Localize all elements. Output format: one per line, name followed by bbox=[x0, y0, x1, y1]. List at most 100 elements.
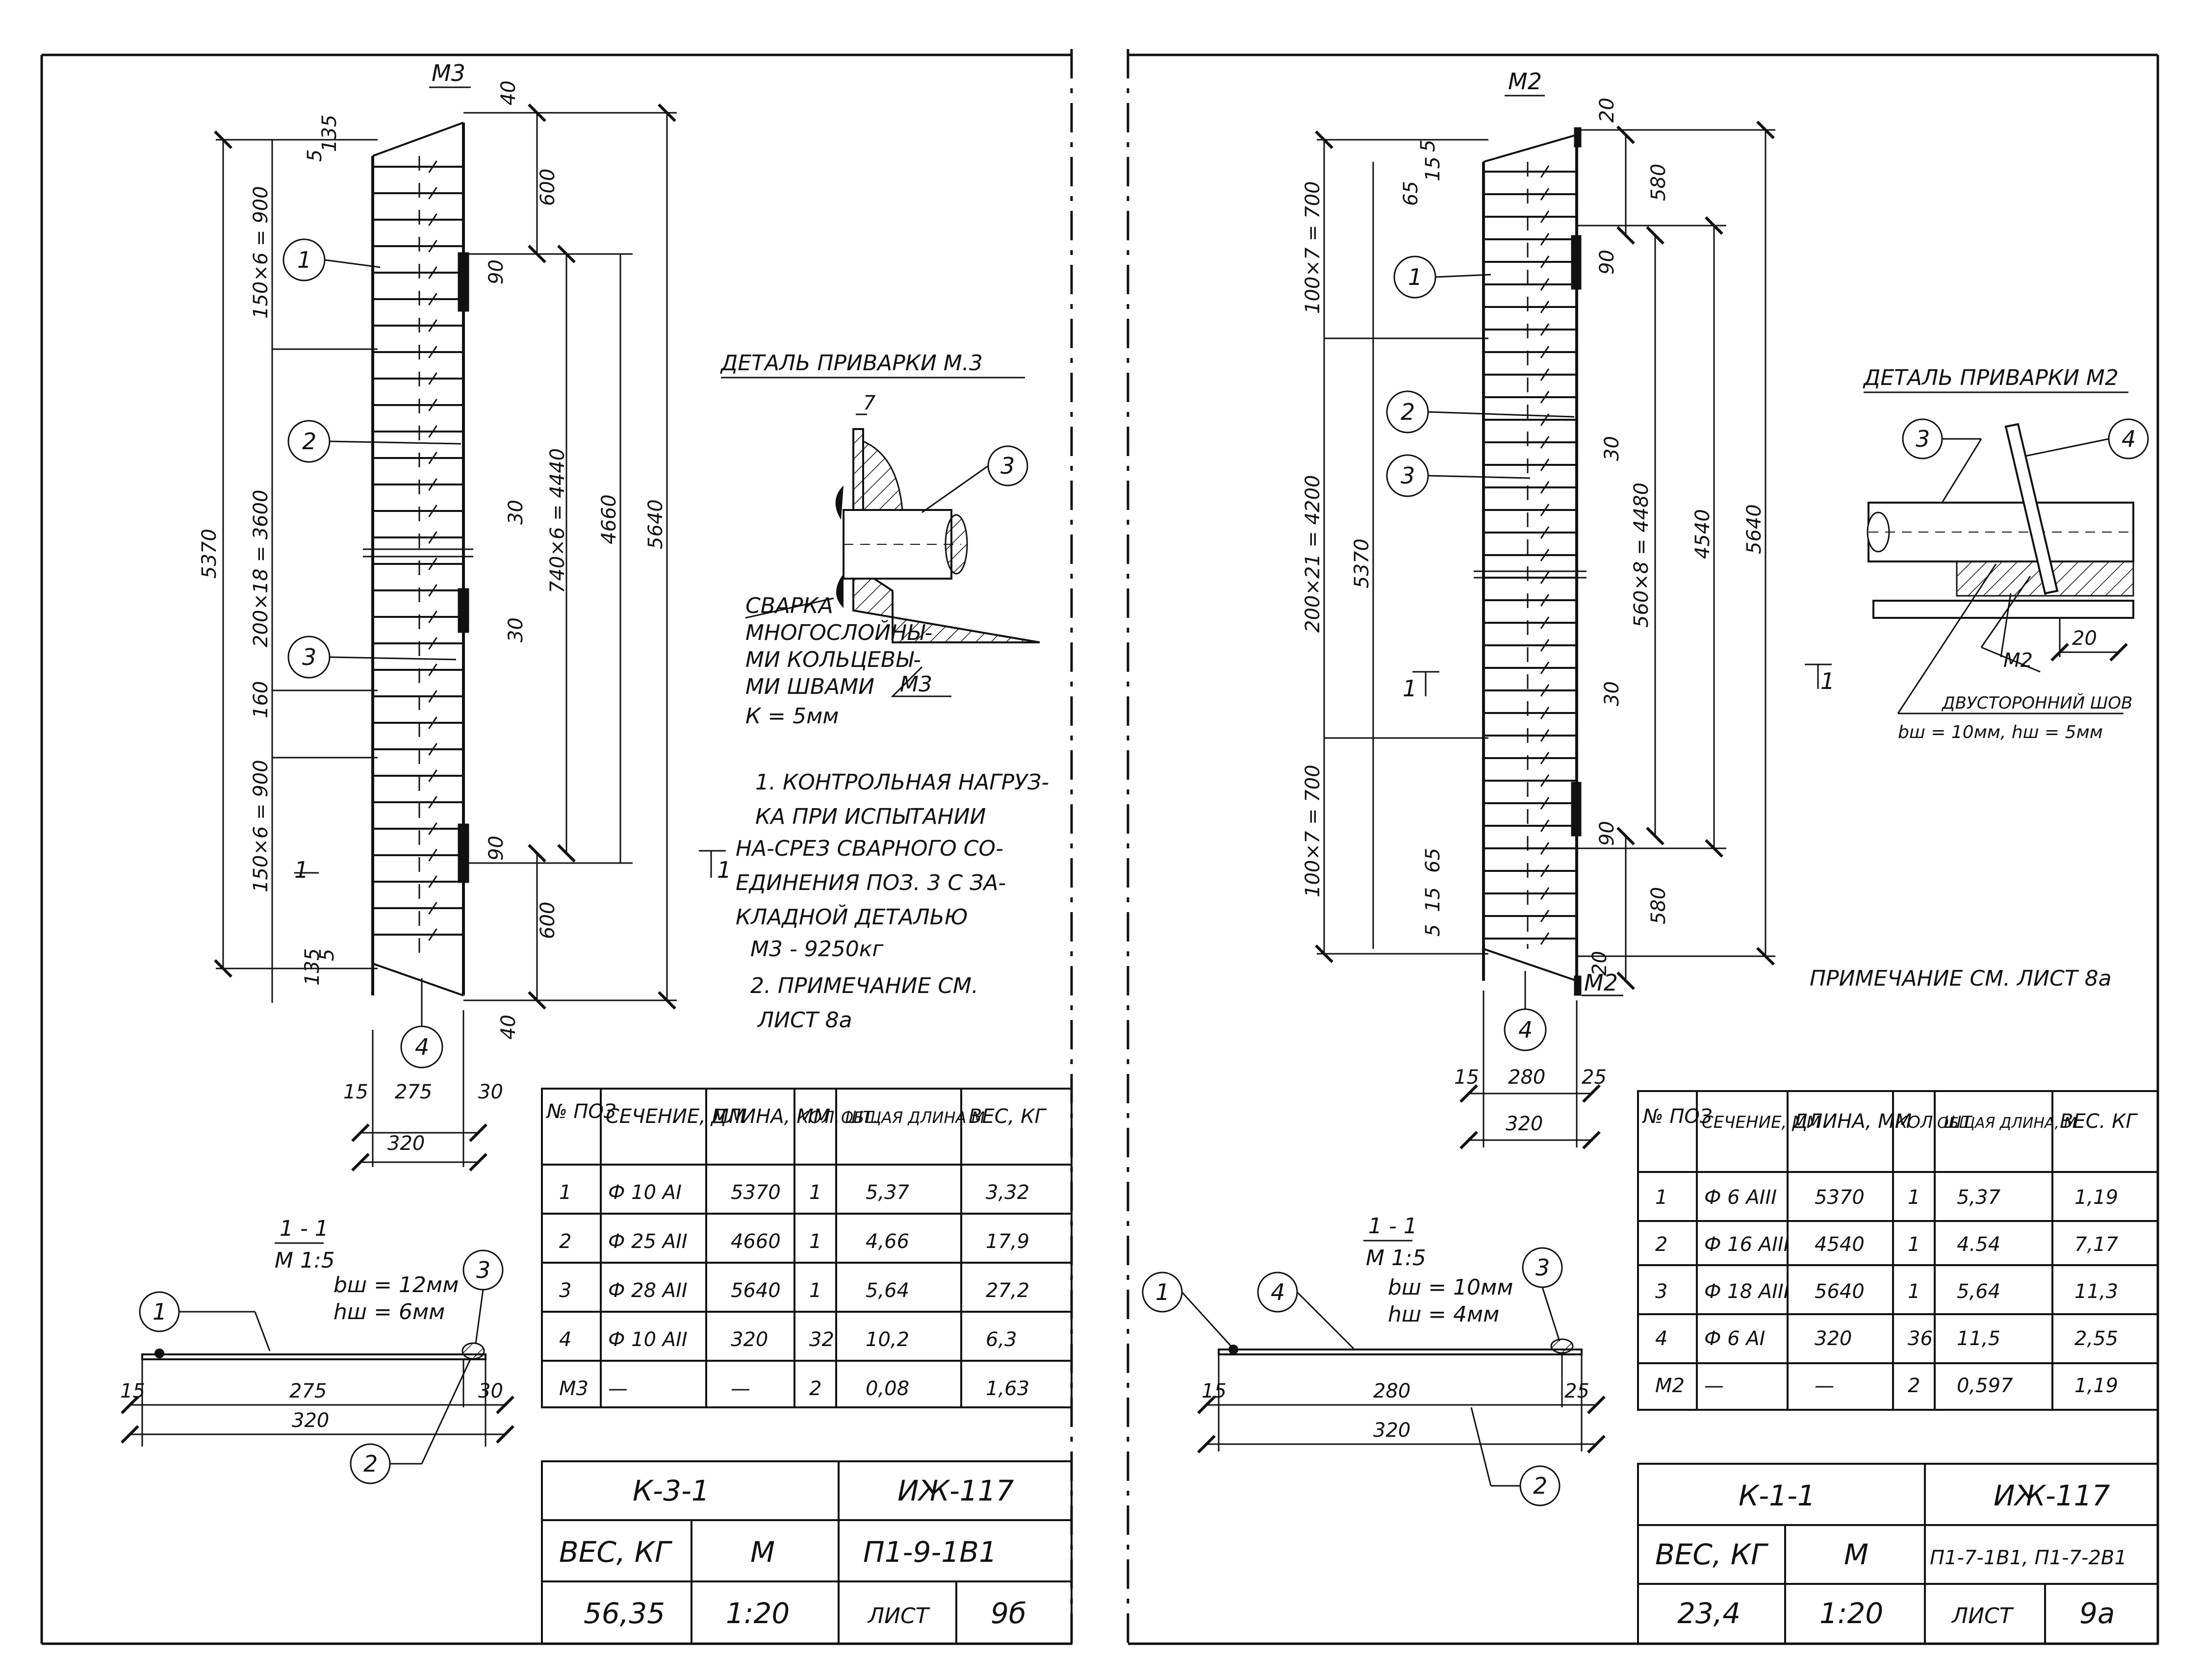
tie-tick bbox=[1540, 797, 1550, 810]
table-cell: 1,19 bbox=[2074, 1186, 2118, 1209]
table-cell: 2 bbox=[1655, 1233, 1667, 1256]
svg-text:1 - 1: 1 - 1 bbox=[1368, 1214, 1417, 1239]
frame bbox=[40, 49, 2159, 1648]
svg-text:М2: М2 bbox=[1508, 68, 1542, 95]
svg-text:5640: 5640 bbox=[644, 499, 667, 549]
svg-text:275: 275 bbox=[395, 1081, 432, 1103]
svg-text:ВЕС. КГ: ВЕС. КГ bbox=[2060, 1110, 2138, 1133]
table-cell: 1,63 bbox=[986, 1377, 1029, 1400]
table-cell: 2,55 bbox=[2074, 1327, 2118, 1350]
right-cage-elevation bbox=[1474, 127, 1587, 996]
svg-text:25: 25 bbox=[1582, 1066, 1607, 1089]
tie-tick bbox=[1540, 323, 1550, 336]
svg-text:bш = 12мм: bш = 12мм bbox=[333, 1273, 459, 1298]
right-dimension-lines bbox=[1315, 121, 1775, 1149]
svg-text:20: 20 bbox=[1596, 98, 1618, 123]
svg-text:320: 320 bbox=[292, 1409, 329, 1432]
svg-text:М 1:5: М 1:5 bbox=[1366, 1246, 1426, 1271]
svg-text:5640: 5640 bbox=[1743, 504, 1766, 554]
svg-text:ЛИСТ: ЛИСТ bbox=[1951, 1604, 2014, 1629]
svg-text:М3: М3 bbox=[432, 60, 465, 86]
svg-text:30: 30 bbox=[478, 1380, 503, 1402]
svg-text:4660: 4660 bbox=[598, 494, 620, 544]
tie-tick bbox=[428, 160, 437, 173]
table-cell: 320 bbox=[1815, 1327, 1852, 1350]
svg-text:НА-СРЕЗ СВАРНОГО СО-: НА-СРЕЗ СВАРНОГО СО- bbox=[736, 836, 1003, 861]
svg-text:ЛИСТ: ЛИСТ bbox=[867, 1604, 930, 1629]
tie-tick bbox=[1540, 549, 1550, 561]
svg-text:4: 4 bbox=[415, 1034, 429, 1060]
table-cell: 1 bbox=[1908, 1186, 1920, 1209]
table-cell: М2 bbox=[1655, 1375, 1685, 1397]
svg-text:М 1:5: М 1:5 bbox=[275, 1248, 335, 1273]
tie-tick bbox=[428, 611, 437, 623]
table-cell: 27,2 bbox=[986, 1279, 1029, 1302]
tie-tick bbox=[428, 716, 437, 729]
table-cell: 4540 bbox=[1815, 1233, 1865, 1256]
svg-text:ИЖ-117: ИЖ-117 bbox=[897, 1474, 1014, 1507]
svg-text:П1-9-1В1: П1-9-1В1 bbox=[863, 1535, 997, 1569]
svg-text:3: 3 bbox=[1401, 462, 1415, 489]
svg-text:bш = 10мм, hш = 5мм: bш = 10мм, hш = 5мм bbox=[1898, 722, 2103, 742]
tie-tick bbox=[1540, 526, 1550, 539]
table-cell: 0,597 bbox=[1957, 1375, 2013, 1397]
svg-text:ДЛИНА, ММ: ДЛИНА, ММ bbox=[1792, 1110, 1912, 1133]
tie-tick bbox=[428, 928, 437, 941]
svg-text:320: 320 bbox=[387, 1132, 425, 1155]
svg-text:320: 320 bbox=[1373, 1419, 1410, 1442]
svg-text:ВЕС, КГ: ВЕС, КГ bbox=[559, 1535, 673, 1569]
svg-text:1:20: 1:20 bbox=[726, 1597, 790, 1630]
table-cell: 4,66 bbox=[866, 1230, 909, 1253]
svg-text:2: 2 bbox=[1401, 399, 1415, 425]
svg-text:40: 40 bbox=[497, 80, 520, 105]
svg-text:9б: 9б bbox=[991, 1597, 1026, 1630]
svg-text:65: 65 bbox=[1400, 181, 1422, 206]
left-dimension-lines bbox=[214, 103, 677, 1171]
svg-text:К = 5мм: К = 5мм bbox=[745, 704, 839, 729]
table-cell: 1 bbox=[809, 1181, 821, 1204]
tie-tick bbox=[428, 425, 437, 438]
svg-text:2. ПРИМЕЧАНИЕ СМ.: 2. ПРИМЕЧАНИЕ СМ. bbox=[750, 973, 978, 998]
svg-text:25: 25 bbox=[1564, 1380, 1589, 1402]
svg-text:МИ ШВАМИ: МИ ШВАМИ bbox=[745, 674, 874, 699]
svg-text:СЕЧЕНИЕ, ММ: СЕЧЕНИЕ, ММ bbox=[1702, 1113, 1821, 1132]
tie-tick bbox=[1540, 504, 1550, 516]
tie-tick bbox=[1540, 165, 1550, 178]
svg-text:М2: М2 bbox=[1584, 969, 1618, 996]
right-dimension-texts: М2 20 580 65 15 5 100×7 = 700 90 30 200×… bbox=[1302, 68, 1766, 1135]
svg-text:МИ КОЛЬЦЕВЫ-: МИ КОЛЬЦЕВЫ- bbox=[745, 647, 921, 672]
svg-text:1: 1 bbox=[1403, 675, 1417, 702]
svg-text:5: 5 bbox=[1422, 924, 1444, 937]
table-cell: 4 bbox=[559, 1328, 571, 1351]
left-dimension-texts: 40 135 5 600 150×6 = 900 90 200×18 = 360… bbox=[198, 60, 667, 1155]
svg-text:М2: М2 bbox=[2003, 649, 2033, 672]
svg-text:1 - 1: 1 - 1 bbox=[280, 1216, 329, 1241]
tie-tick bbox=[428, 240, 437, 253]
table-cell: 5640 bbox=[1815, 1280, 1865, 1303]
svg-text:1. КОНТРОЛЬНАЯ НАГРУЗ-: 1. КОНТРОЛЬНАЯ НАГРУЗ- bbox=[755, 770, 1049, 795]
svg-text:150×6 = 900: 150×6 = 900 bbox=[250, 186, 272, 319]
svg-text:15: 15 bbox=[1202, 1380, 1227, 1402]
svg-text:580: 580 bbox=[1647, 887, 1670, 924]
tie-tick bbox=[1540, 391, 1550, 404]
tie-tick bbox=[1540, 910, 1550, 922]
right-section-1-1: 1 - 1 М 1:5 bш = 10мм hш = 4мм 1 4 3 2 1… bbox=[1142, 1214, 1606, 1506]
svg-text:5: 5 bbox=[1417, 140, 1439, 152]
tie-tick bbox=[428, 505, 437, 517]
table-cell: 0,08 bbox=[866, 1377, 909, 1400]
table-cell: М3 bbox=[559, 1377, 589, 1400]
svg-text:4: 4 bbox=[1271, 1279, 1285, 1305]
table-cell: 3 bbox=[559, 1279, 571, 1302]
svg-text:1: 1 bbox=[153, 1298, 167, 1325]
svg-text:600: 600 bbox=[537, 902, 559, 939]
tie-tick bbox=[428, 293, 437, 305]
svg-text:135: 135 bbox=[301, 948, 324, 986]
table-cell: 1 bbox=[559, 1181, 571, 1204]
tie-tick bbox=[1540, 819, 1550, 832]
svg-text:5: 5 bbox=[316, 949, 338, 961]
table-cell: 4.54 bbox=[1957, 1233, 2000, 1256]
table-cell: 32 bbox=[809, 1328, 834, 1351]
svg-text:ДЕТАЛЬ ПРИВАРКИ М.3: ДЕТАЛЬ ПРИВАРКИ М.3 bbox=[720, 351, 983, 376]
svg-text:1:20: 1:20 bbox=[1819, 1597, 1883, 1630]
